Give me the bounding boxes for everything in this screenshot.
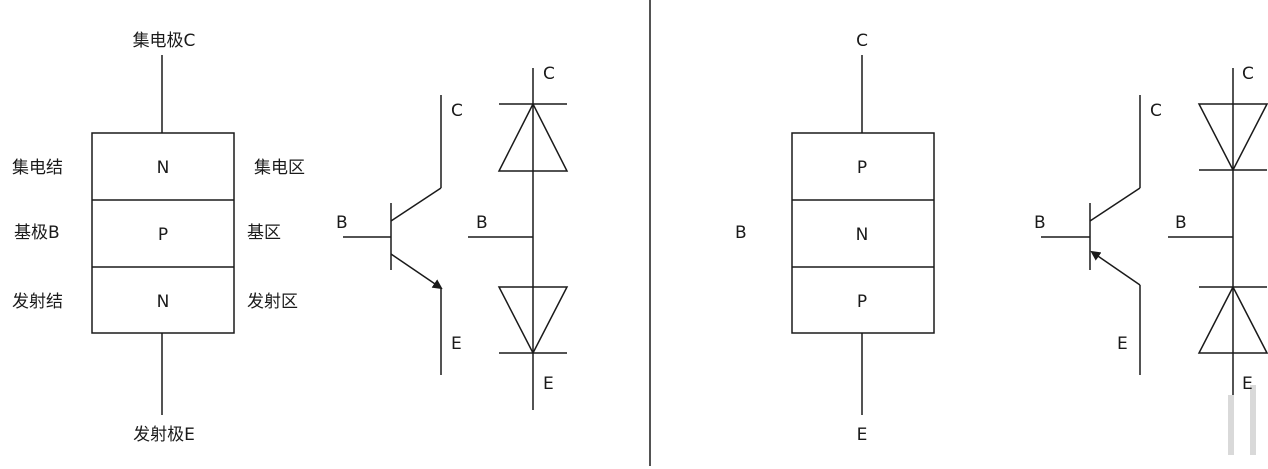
npn-right-label-emitter-region: 发射区 (247, 292, 298, 312)
npn-collector-terminal-label: 集电极C (133, 31, 196, 51)
pnp-lower-diode-triangle (1197, 285, 1268, 354)
npn-diode-collector-label: C (543, 64, 555, 84)
pnp-layer-1-label: P (857, 158, 867, 178)
pnp-symbol (1041, 95, 1141, 375)
npn-left-label-base: 基极B (14, 223, 60, 243)
npn-symbol-emitter-arrow (390, 253, 443, 290)
npn-lower-diode-triangle (497, 286, 569, 355)
pnp-upper-diode-triangle (1197, 103, 1268, 172)
npn-left-label-emitter-junction: 发射结 (12, 292, 63, 312)
pnp-base-label: B (735, 223, 747, 243)
npn-layer-box (91, 132, 235, 334)
pnp-symbol-base-label: B (1034, 213, 1046, 233)
npn-layer-1-label: N (157, 158, 170, 178)
pnp-symbol-collector-diag (1089, 187, 1141, 222)
pnp-emitter-terminal-label: E (857, 425, 868, 445)
pnp-layer-2-label: N (856, 225, 869, 245)
npn-upper-diode-triangle (497, 102, 569, 172)
pnp-diode-model (1168, 68, 1268, 395)
npn-symbol-emitter-label: E (451, 334, 462, 354)
npn-structure (91, 55, 235, 415)
npn-right-label-base-region: 基区 (247, 223, 281, 243)
npn-emitter-terminal-label: 发射极E (133, 425, 195, 445)
pnp-diode-collector-label: C (1242, 64, 1254, 84)
npn-symbol-base-label: B (336, 213, 348, 233)
npn-symbol (343, 95, 443, 375)
pnp-structure (791, 55, 935, 415)
pnp-diode-base-label: B (1175, 213, 1187, 233)
pnp-layer-box (791, 132, 935, 334)
npn-symbol-collector-diag (390, 187, 442, 222)
pnp-collector-terminal-label: C (856, 31, 868, 51)
npn-right-label-collector-region: 集电区 (254, 158, 305, 178)
npn-symbol-collector-label: C (451, 101, 463, 121)
pnp-symbol-collector-label: C (1150, 101, 1162, 121)
watermark-mark (1228, 385, 1256, 455)
pnp-diode-emitter-label: E (1242, 374, 1253, 394)
npn-diode-emitter-label: E (543, 374, 554, 394)
pnp-layer-3-label: P (857, 292, 867, 312)
npn-layer-3-label: N (157, 292, 170, 312)
npn-layer-2-label: P (158, 225, 168, 245)
npn-diode-model (468, 68, 569, 410)
pnp-symbol-emitter-arrow (1090, 250, 1141, 286)
npn-diode-base-label: B (476, 213, 488, 233)
pnp-symbol-emitter-label: E (1117, 334, 1128, 354)
npn-left-label-collector-junction: 集电结 (12, 158, 63, 178)
